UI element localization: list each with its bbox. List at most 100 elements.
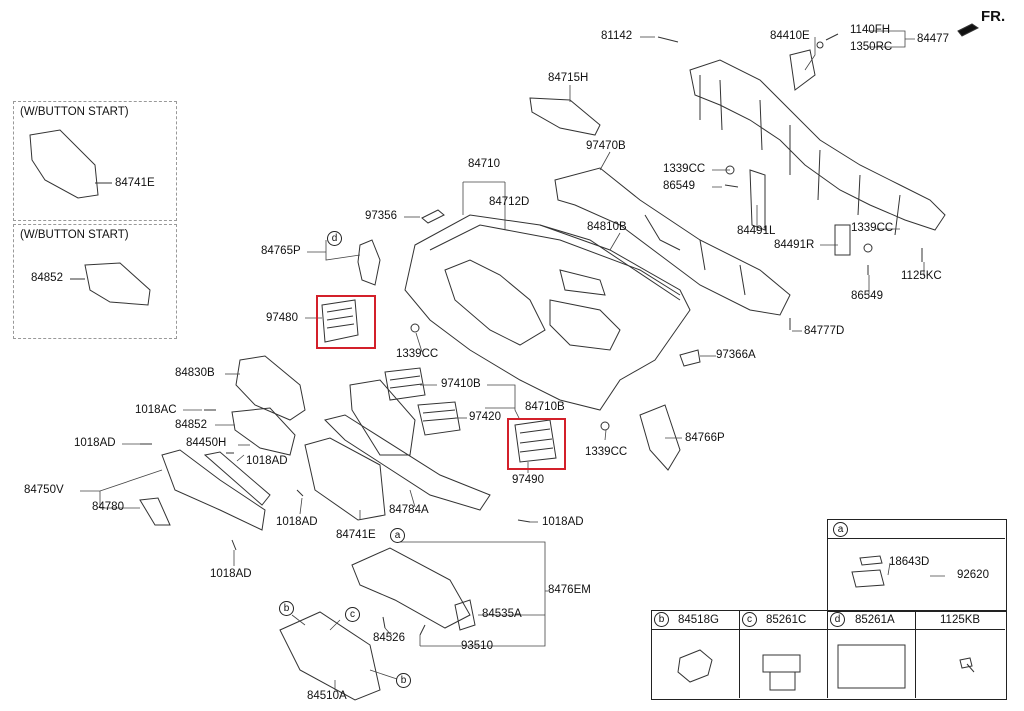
button-start-box-1 [13, 101, 177, 221]
part-label-93510: 93510 [461, 640, 493, 652]
callout-c: c [345, 607, 360, 622]
part-label-84450H: 84450H [186, 437, 227, 449]
part-label-1339CC-c: 1339CC [396, 348, 439, 360]
part-label-1018AD-d: 1018AD [542, 516, 584, 528]
parts-table-col-divider-2 [827, 610, 828, 698]
center-panel [349, 379, 416, 456]
part-label-97490: 97490 [512, 474, 544, 486]
part-label-84780: 84780 [92, 501, 124, 513]
parts-table-col-divider-3 [915, 610, 916, 698]
inset-a-box [827, 519, 1007, 612]
part-label-97420: 97420 [469, 411, 501, 423]
highlight-97480 [316, 295, 376, 349]
part-label-84741E-box: 84741E [115, 177, 155, 189]
part-label-1018AD-c: 1018AD [276, 516, 318, 528]
vent-97480 [321, 299, 359, 343]
part-label-84777D: 84777D [804, 325, 845, 337]
part-label-84410E: 84410E [770, 30, 810, 42]
part-label-84810B: 84810B [587, 221, 627, 233]
lower-cover [231, 407, 296, 456]
side-cover-right [639, 404, 681, 471]
part-label-1018AD-b: 1018AD [246, 455, 288, 467]
table-tag-c: c [742, 612, 757, 627]
shower-duct [554, 167, 791, 316]
part-label-97356: 97356 [365, 210, 397, 222]
part-label-1339CC-a: 1339CC [663, 163, 706, 175]
grille-97366A [679, 349, 701, 367]
part-label-1339CC-b: 1339CC [851, 222, 894, 234]
button-start-box-2-title: (W/BUTTON START) [20, 229, 129, 241]
center-fascia [304, 437, 386, 521]
side-cover-left [357, 239, 381, 286]
part-label-84765P: 84765P [261, 245, 301, 257]
part-label-1125KC: 1125KC [901, 270, 942, 282]
part-label-1018AC: 1018AC [135, 404, 177, 416]
table-tag-b: b [654, 612, 669, 627]
part-label-84710B: 84710B [525, 401, 565, 413]
parts-table-header-divider [651, 629, 1005, 630]
part-label-84491R: 84491R [774, 239, 815, 251]
inset-a-parts [851, 555, 885, 588]
table-part-85261C: 85261C [766, 614, 807, 626]
table-part-84518G: 84518G [678, 614, 719, 626]
part-label-18643D: 18643D [889, 556, 930, 568]
part-label-1350RC: 1350RC [850, 41, 893, 53]
lower-trim-strip [324, 414, 491, 511]
speaker-grille [421, 209, 445, 224]
vent-97420 [417, 401, 461, 436]
part-label-97480: 97480 [266, 312, 298, 324]
part-label-84510A: 84510A [307, 690, 347, 702]
part-label-84526: 84526 [373, 632, 405, 644]
bracket-84450H [203, 451, 271, 506]
part-label-86549-b: 86549 [851, 290, 883, 302]
glove-box-latch [454, 599, 476, 631]
table-part-85261A: 85261A [855, 614, 895, 626]
callout-d: d [327, 231, 342, 246]
front-direction-arrow [957, 23, 979, 37]
front-direction-label: FR. [981, 8, 1006, 25]
crash-pad-main [404, 214, 691, 411]
part-label-84477: 84477 [917, 33, 949, 45]
highlight-97490 [507, 418, 566, 470]
part-label-86549-a: 86549 [663, 180, 695, 192]
part-label-81142: 81142 [601, 30, 633, 42]
part-label-84491L: 84491L [737, 225, 776, 237]
button-start-box-2 [13, 224, 177, 339]
callout-b-bottom: b [396, 673, 411, 688]
table-part-1125KB: 1125KB [940, 614, 981, 626]
part-label-84766P: 84766P [685, 432, 725, 444]
cover-84780 [139, 497, 171, 526]
part-label-1140FH: 1140FH [850, 24, 891, 36]
callout-a: a [390, 528, 405, 543]
part-label-84852-box: 84852 [31, 272, 63, 284]
bolts [140, 33, 923, 636]
cluster-fascia [235, 355, 306, 421]
parts-table [651, 610, 1007, 700]
inset-a-divider [827, 538, 1005, 539]
part-label-84712D: 84712D [489, 196, 530, 208]
part-label-84535A: 84535A [482, 608, 522, 620]
part-label-97470B: 97470B [586, 140, 626, 152]
leader-lines [80, 30, 945, 690]
part-label-97410B: 97410B [441, 378, 481, 390]
part-label-84741E: 84741E [336, 529, 376, 541]
lower-panel [161, 449, 266, 531]
parts-table-col-divider-1 [739, 610, 740, 698]
callout-b-top: b [279, 601, 294, 616]
part-label-84784A: 84784A [389, 504, 429, 516]
table-part-icons [677, 644, 975, 691]
part-label-8476EM: 8476EM [548, 584, 591, 596]
part-label-84830B: 84830B [175, 367, 215, 379]
part-label-84710: 84710 [468, 158, 500, 170]
inset-a-tag: a [833, 522, 848, 537]
table-tag-d: d [830, 612, 845, 627]
vent-97490 [514, 419, 557, 463]
glove-box [279, 611, 381, 701]
glove-box-housing [351, 547, 471, 629]
vent-97410B [384, 367, 426, 401]
part-label-97366A: 97366A [716, 349, 756, 361]
cowl-cross-bar [689, 49, 946, 256]
part-label-92620: 92620 [957, 569, 989, 581]
